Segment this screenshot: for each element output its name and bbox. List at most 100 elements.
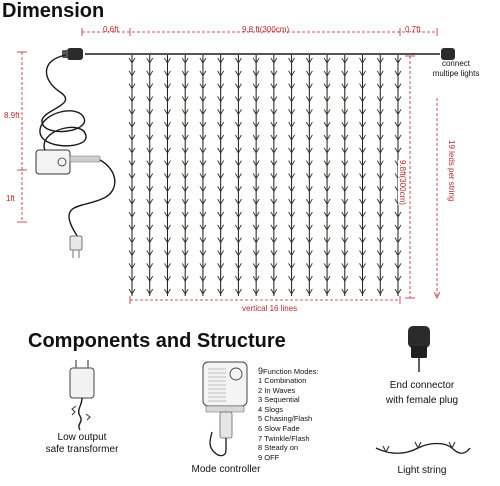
leds-per-string-label: 19 leds per string — [447, 140, 456, 202]
led-bulb — [323, 224, 331, 231]
led-bulb — [235, 109, 242, 115]
light-strand — [181, 55, 189, 296]
led-bulb — [217, 121, 225, 128]
led-bulb — [323, 173, 331, 179]
led-bulb — [181, 70, 189, 77]
led-bulb — [181, 83, 189, 89]
led-bulb — [376, 250, 384, 256]
led-bulb — [164, 198, 171, 205]
led-bulb — [359, 186, 366, 192]
led-bulb — [394, 263, 402, 269]
led-bulb — [323, 109, 331, 115]
controller-button-icon — [57, 157, 67, 167]
led-bulb — [270, 288, 278, 295]
light-strand — [323, 55, 331, 296]
components-title: Components and Structure — [28, 330, 286, 352]
light-strand — [288, 55, 295, 296]
led-bulb — [252, 173, 260, 179]
led-bulb — [199, 288, 207, 295]
plug-icon — [69, 235, 83, 251]
led-bulb — [164, 288, 171, 295]
led-bulb — [217, 237, 225, 243]
led-bulb — [376, 186, 384, 192]
led-bulb — [341, 134, 349, 141]
led-bulb — [288, 83, 295, 89]
light-strand — [128, 55, 136, 296]
led-bulb — [305, 173, 313, 179]
led-bulb — [199, 263, 207, 269]
led-bulb — [288, 263, 295, 269]
dimension-lines — [17, 28, 441, 304]
led-bulb — [270, 224, 278, 231]
led-bulb — [199, 121, 207, 128]
led-bulb — [252, 147, 260, 154]
led-bulb — [164, 96, 171, 102]
led-bulb — [323, 288, 331, 295]
led-bulb — [146, 250, 154, 256]
led-bulb — [164, 147, 171, 154]
vertical-lines-label: vertical 16 lines — [240, 304, 300, 313]
led-bulb — [164, 83, 171, 89]
led-bulb — [341, 288, 349, 295]
led-bulb — [288, 224, 295, 231]
led-bulb — [217, 224, 225, 231]
led-bulb — [128, 57, 136, 64]
led-bulb — [181, 121, 189, 128]
led-bulb — [235, 134, 242, 141]
led-bulb — [235, 173, 242, 179]
led-bulb — [359, 237, 366, 243]
led-bulb — [323, 70, 331, 77]
led-bulb — [359, 288, 366, 295]
led-bulb — [288, 109, 295, 115]
led-bulb — [394, 275, 402, 282]
function-mode-item: 8 Steady on — [258, 443, 299, 453]
led-bulb — [394, 70, 402, 77]
led-bulb — [323, 186, 331, 192]
controller-box-icon — [35, 149, 71, 175]
led-bulb — [270, 237, 278, 243]
led-bulb — [128, 160, 136, 166]
led-bulb — [146, 211, 154, 218]
led-bulb — [359, 211, 366, 218]
led-bulb — [305, 237, 313, 243]
led-bulb — [128, 186, 136, 192]
led-bulb — [394, 134, 402, 141]
led-bulb — [252, 275, 260, 282]
led-bulb — [270, 121, 278, 128]
led-bulb — [305, 211, 313, 218]
led-bulb — [288, 198, 295, 205]
led-bulb — [235, 96, 242, 102]
function-mode-item: 1 Combination — [258, 376, 307, 385]
led-bulb — [252, 70, 260, 77]
led-bulb — [146, 147, 154, 154]
led-bulb — [217, 160, 225, 166]
led-bulb — [270, 198, 278, 205]
led-bulb — [323, 275, 331, 282]
light-strand — [359, 55, 366, 296]
led-bulb — [146, 70, 154, 77]
led-bulb — [164, 263, 171, 269]
led-bulb — [199, 198, 207, 205]
led-bulb — [341, 263, 349, 269]
led-bulb — [181, 186, 189, 192]
led-bulb — [341, 173, 349, 179]
led-bulb — [341, 147, 349, 154]
led-bulb — [146, 224, 154, 231]
led-bulb — [146, 109, 154, 115]
mode-controller-icon — [202, 361, 248, 457]
led-bulb — [235, 275, 242, 282]
led-bulb — [252, 250, 260, 256]
led-bulb — [252, 96, 260, 102]
led-bulb — [235, 250, 242, 256]
led-bulb — [323, 198, 331, 205]
led-bulb — [305, 121, 313, 128]
led-bulb — [305, 134, 313, 141]
led-bulb — [164, 224, 171, 231]
led-bulb — [376, 173, 384, 179]
led-bulb — [128, 250, 136, 256]
led-bulb — [128, 237, 136, 243]
led-bulb — [235, 288, 242, 295]
transformer-caption: Low output safe transformer — [45, 432, 119, 455]
led-bulb — [394, 147, 402, 154]
light-strand — [376, 55, 384, 296]
